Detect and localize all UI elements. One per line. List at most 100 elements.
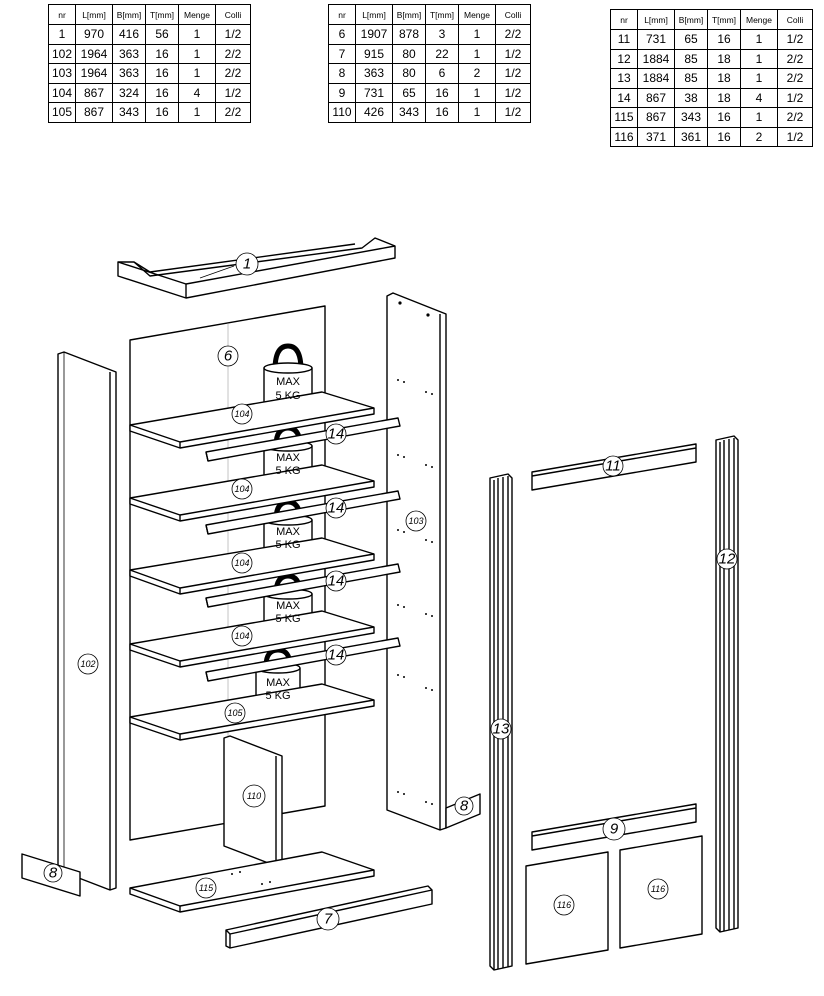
table-cell: 1/2: [495, 63, 531, 84]
bottom-board: [129, 851, 375, 913]
part-label-1: 1: [243, 256, 251, 273]
header-length: L[mm]: [355, 4, 393, 25]
callout-circle-116-left: [553, 894, 575, 916]
load-label-max: MAX: [276, 600, 301, 612]
table-cell: 103: [48, 63, 76, 84]
callout-circle-14d: [325, 644, 347, 666]
load-label-weight: 5 KG: [275, 465, 300, 477]
callout-circle-104a: [231, 403, 253, 425]
shelf-2: [129, 464, 375, 522]
shelf-3: [129, 537, 375, 595]
header-length: L[mm]: [637, 9, 675, 30]
load-label-max: MAX: [276, 526, 301, 538]
table-cell: 416: [112, 24, 146, 45]
table-cell: 343: [392, 102, 426, 123]
callout-circle-8-left: [43, 863, 63, 883]
header-nr: nr: [48, 4, 76, 25]
part-label-6: 6: [224, 348, 233, 365]
part-label-13: 13: [493, 721, 510, 738]
load-label-weight: 5 KG: [265, 690, 290, 702]
right-side-panel: [386, 292, 447, 831]
table-cell: 80: [392, 43, 426, 64]
part-label-102: 102: [80, 659, 95, 669]
table-cell: 38: [674, 87, 708, 108]
callout-circle-8-right: [454, 796, 474, 816]
table-cell: 16: [145, 82, 179, 103]
shelf-1: [129, 391, 375, 449]
part-label-104b: 104: [234, 484, 249, 494]
table-cell: 12: [610, 48, 638, 69]
table-header-row: nr L[mm] B[mm] T[mm] Menge Colli: [48, 4, 251, 25]
table-cell: 110: [328, 102, 356, 123]
part-label-14b: 14: [328, 500, 345, 517]
part-label-14d: 14: [328, 647, 345, 664]
shelf-5: [129, 683, 375, 741]
callout-circle-104d: [231, 625, 253, 647]
table-cell: 1: [178, 102, 216, 123]
table-cell: 867: [75, 102, 113, 123]
load-label-weight: 5 KG: [275, 390, 300, 402]
header-quantity: Menge: [458, 4, 496, 25]
part-label-116-left: 116: [557, 900, 571, 910]
callout-circle-103: [405, 510, 427, 532]
callout-circle-115: [195, 877, 217, 899]
table-cell: 343: [112, 102, 146, 123]
table-cell: 1964: [75, 63, 113, 84]
part-label-115: 115: [199, 883, 214, 893]
callout-circle-12: [716, 548, 738, 570]
load-label-max: MAX: [266, 677, 291, 689]
left-side-panel: [57, 351, 117, 891]
door-stile-right: [715, 435, 739, 933]
load-label-max: MAX: [276, 376, 301, 388]
part-label-14a: 14: [328, 426, 345, 443]
table-cell: 105: [48, 102, 76, 123]
table-cell: 13: [610, 68, 638, 89]
table-cell: 867: [637, 87, 675, 108]
header-colli: Colli: [495, 4, 531, 25]
callout-circle-102: [77, 653, 99, 675]
table-cell: 104: [48, 82, 76, 103]
table-header-row: nr L[mm] B[mm] T[mm] Menge Colli: [610, 9, 813, 30]
callout-circle-116-right: [647, 878, 669, 900]
callout-circle-9: [602, 817, 626, 841]
part-label-103: 103: [408, 516, 423, 526]
part-label-8-left: 8: [49, 865, 58, 882]
table-cell: 65: [674, 29, 708, 50]
table-cell: 1/2: [777, 126, 813, 147]
part-label-14c: 14: [328, 573, 345, 590]
callout-circle-104b: [231, 478, 253, 500]
shelf-4: [129, 610, 375, 668]
table-cell: 731: [355, 82, 393, 103]
part-label-8-right: 8: [460, 798, 469, 815]
callout-circle-11: [602, 455, 624, 477]
header-colli: Colli: [215, 4, 251, 25]
table-cell: 16: [145, 102, 179, 123]
table-cell: 116: [610, 126, 638, 147]
table-cell: 1/2: [495, 102, 531, 123]
part-label-12: 12: [719, 551, 736, 568]
part-label-116-right: 116: [651, 884, 665, 894]
header-colli: Colli: [777, 9, 813, 30]
table-cell: 2/2: [215, 102, 251, 123]
table-cell: 426: [355, 102, 393, 123]
part-label-11: 11: [605, 458, 621, 475]
callout-circle-104c: [231, 552, 253, 574]
part-label-105: 105: [227, 708, 243, 718]
callout-circle-14a: [325, 423, 347, 445]
callout-circle-1: [235, 252, 259, 276]
